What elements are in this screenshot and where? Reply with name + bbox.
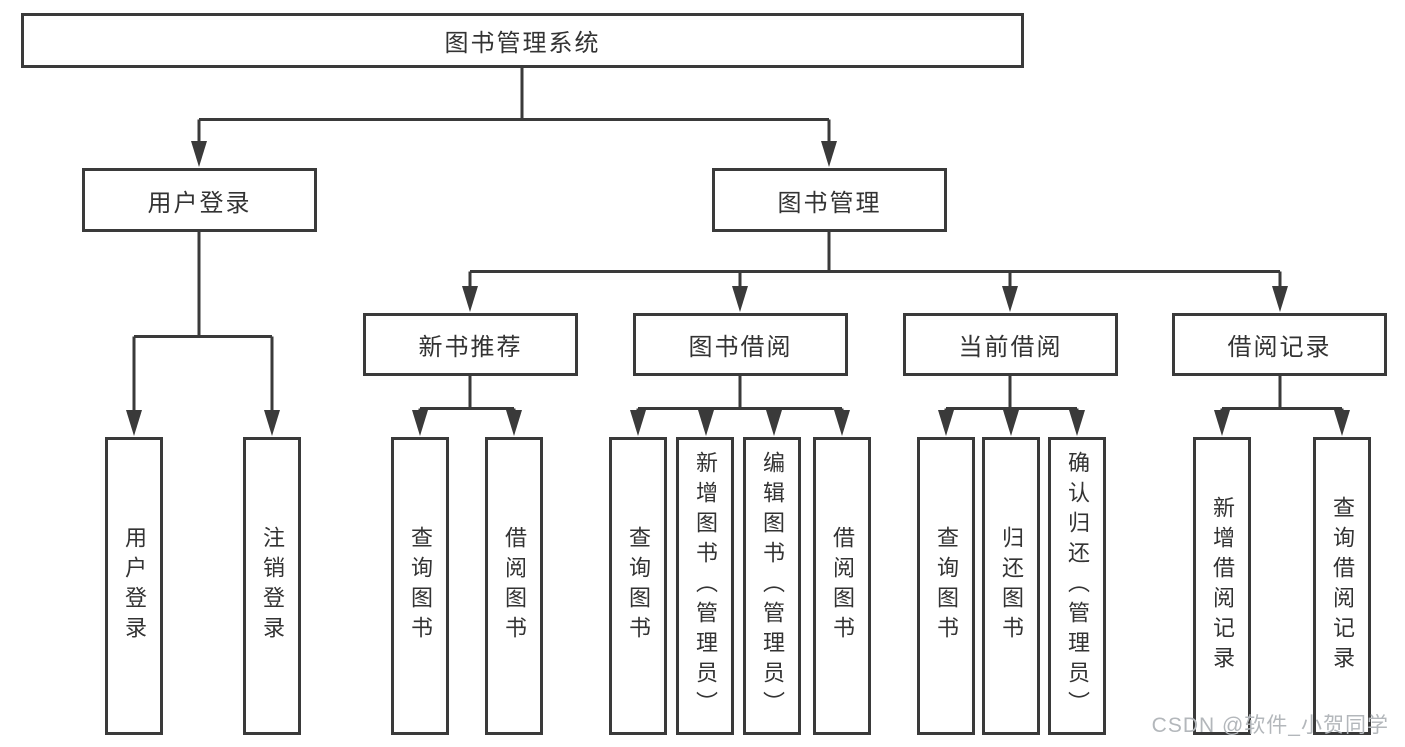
arrow-down-icon — [821, 141, 837, 167]
leaf-add-borrow-record-label: 新增借阅记录 — [1210, 496, 1235, 676]
leaf-logout: 注销登录 — [243, 437, 301, 735]
arrow-down-icon — [412, 410, 428, 436]
leaf-user-login-label: 用户登录 — [122, 526, 147, 646]
arrow-down-icon — [938, 410, 954, 436]
leaf-return-book-label: 归还图书 — [999, 526, 1024, 646]
node-book-borrow: 图书借阅 — [633, 313, 848, 376]
node-current-borrow-label: 当前借阅 — [958, 334, 1063, 361]
arrow-down-icon — [126, 410, 142, 436]
node-borrow-records-label: 借阅记录 — [1227, 334, 1332, 361]
arrow-down-icon — [1003, 410, 1019, 436]
leaf-query-books-borrow: 查询图书 — [609, 437, 667, 735]
arrow-down-icon — [264, 410, 280, 436]
node-book-management-label: 图书管理 — [777, 189, 882, 217]
node-new-book-recommend: 新书推荐 — [363, 313, 578, 376]
leaf-query-borrow-record: 查询借阅记录 — [1313, 437, 1371, 735]
leaf-return-book: 归还图书 — [982, 437, 1040, 735]
connector-user-login — [132, 232, 274, 416]
arrow-down-icon — [1214, 410, 1230, 436]
node-root: 图书管理系统 — [21, 13, 1024, 68]
arrow-down-icon — [630, 410, 646, 436]
leaf-query-books-borrow-label: 查询图书 — [626, 526, 651, 646]
leaf-query-books-current-label: 查询图书 — [934, 526, 959, 646]
leaf-user-login: 用户登录 — [105, 437, 163, 735]
arrow-down-icon — [834, 410, 850, 436]
leaf-borrow-books-recommend: 借阅图书 — [485, 437, 543, 735]
arrow-down-icon — [732, 286, 748, 312]
node-current-borrow: 当前借阅 — [903, 313, 1118, 376]
leaf-borrow-books-label: 借阅图书 — [830, 526, 855, 646]
csdn-watermark: CSDN @软件_小贺同学 — [1151, 714, 1389, 737]
connector-new-book-recommend — [418, 376, 516, 416]
leaf-add-borrow-record: 新增借阅记录 — [1193, 437, 1251, 735]
node-new-book-recommend-label: 新书推荐 — [418, 334, 523, 361]
arrow-down-icon — [1002, 286, 1018, 312]
leaf-borrow-books: 借阅图书 — [813, 437, 871, 735]
arrow-down-icon — [1069, 410, 1085, 436]
connector-root — [197, 68, 831, 147]
node-book-management: 图书管理 — [712, 168, 947, 232]
leaf-edit-book-admin-label: 编辑图书（管理员） — [760, 451, 785, 721]
leaf-borrow-books-recommend-label: 借阅图书 — [502, 526, 527, 646]
leaf-confirm-return-admin: 确认归还（管理员） — [1048, 437, 1106, 735]
node-borrow-records: 借阅记录 — [1172, 313, 1387, 376]
arrow-down-icon — [1272, 286, 1288, 312]
leaf-query-borrow-record-label: 查询借阅记录 — [1330, 496, 1355, 676]
connector-borrow-records — [1220, 376, 1344, 416]
connector-book-management — [468, 232, 1282, 293]
node-user-login: 用户登录 — [82, 168, 317, 232]
leaf-add-book-admin-label: 新增图书（管理员） — [693, 451, 718, 721]
leaf-query-books-current: 查询图书 — [917, 437, 975, 735]
node-user-login-label: 用户登录 — [147, 189, 252, 217]
arrow-down-icon — [462, 286, 478, 312]
arrow-down-icon — [506, 410, 522, 436]
leaf-logout-label: 注销登录 — [260, 526, 285, 646]
arrow-down-icon — [698, 410, 714, 436]
node-root-label: 图书管理系统 — [444, 30, 601, 57]
arrow-down-icon — [1334, 410, 1350, 436]
arrow-down-icon — [191, 141, 207, 167]
arrow-down-icon — [766, 410, 782, 436]
connector-book-borrow — [636, 376, 844, 416]
node-book-borrow-label: 图书借阅 — [688, 334, 793, 361]
leaf-query-books-recommend: 查询图书 — [391, 437, 449, 735]
leaf-query-books-recommend-label: 查询图书 — [408, 526, 433, 646]
leaf-edit-book-admin: 编辑图书（管理员） — [743, 437, 801, 735]
leaf-add-book-admin: 新增图书（管理员） — [676, 437, 734, 735]
leaf-confirm-return-admin-label: 确认归还（管理员） — [1065, 451, 1090, 721]
